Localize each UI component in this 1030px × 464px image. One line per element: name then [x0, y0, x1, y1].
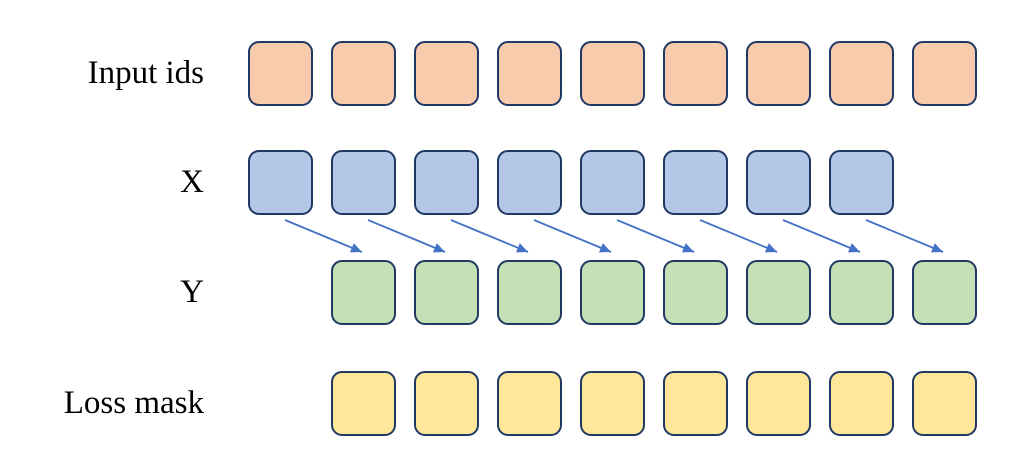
y-block-6	[829, 260, 894, 325]
loss-mask-block-4	[663, 371, 728, 436]
shift-arrow-3	[533, 219, 612, 253]
y-block-2	[497, 260, 562, 325]
input-ids-block-0	[248, 41, 313, 106]
y-block-1	[414, 260, 479, 325]
x-block-4	[580, 150, 645, 215]
shift-arrow-0	[284, 219, 363, 253]
loss-mask-block-0	[331, 371, 396, 436]
loss-mask-block-6	[829, 371, 894, 436]
input-ids-block-2	[414, 41, 479, 106]
input-ids-block-1	[331, 41, 396, 106]
x-block-3	[497, 150, 562, 215]
x-block-2	[414, 150, 479, 215]
input-ids-block-3	[497, 41, 562, 106]
row-label-input-ids: Input ids	[87, 55, 204, 91]
x-block-5	[663, 150, 728, 215]
x-block-6	[746, 150, 811, 215]
shift-arrow-7	[865, 219, 944, 253]
x-block-0	[248, 150, 313, 215]
loss-mask-block-3	[580, 371, 645, 436]
shift-arrow-4	[616, 219, 695, 253]
loss-mask-block-1	[414, 371, 479, 436]
shift-arrow-5	[699, 219, 778, 253]
input-ids-block-6	[746, 41, 811, 106]
loss-mask-block-7	[912, 371, 977, 436]
input-ids-block-8	[912, 41, 977, 106]
x-block-7	[829, 150, 894, 215]
input-ids-block-7	[829, 41, 894, 106]
input-ids-block-4	[580, 41, 645, 106]
x-block-1	[331, 150, 396, 215]
y-block-0	[331, 260, 396, 325]
row-label-y: Y	[180, 274, 204, 310]
y-block-7	[912, 260, 977, 325]
y-block-5	[746, 260, 811, 325]
loss-mask-block-2	[497, 371, 562, 436]
shift-arrow-1	[367, 219, 446, 253]
loss-mask-block-5	[746, 371, 811, 436]
y-block-4	[663, 260, 728, 325]
y-block-3	[580, 260, 645, 325]
shift-arrow-2	[450, 219, 529, 253]
input-ids-block-5	[663, 41, 728, 106]
row-label-x: X	[180, 164, 204, 200]
row-label-loss-mask: Loss mask	[63, 385, 204, 421]
shift-arrow-6	[782, 219, 861, 253]
